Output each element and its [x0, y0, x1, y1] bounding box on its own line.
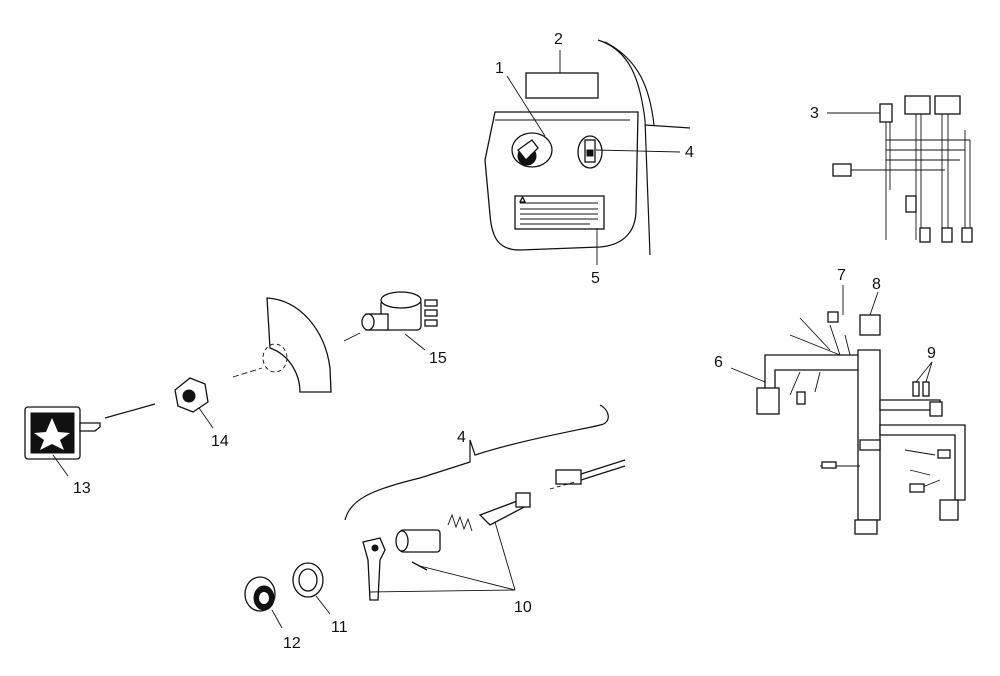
- callout-9: 9: [927, 345, 936, 362]
- callout-14: 14: [211, 433, 229, 450]
- callout-10: 10: [514, 599, 532, 616]
- ignition-switch-console: [511, 132, 553, 168]
- warning-decal: [514, 195, 605, 230]
- key-switch-exploded: [24, 291, 438, 477]
- ignition-switch-15: [361, 291, 438, 331]
- callout-5: 5: [591, 270, 600, 287]
- callout-12: 12: [283, 635, 301, 652]
- decal-2: [525, 72, 599, 99]
- small-wiring-harness: [827, 95, 973, 243]
- key-13: [24, 406, 101, 460]
- callout-7: 7: [837, 267, 846, 284]
- callout-8: 8: [872, 276, 881, 293]
- callout-11: 11: [331, 619, 348, 636]
- main-wiring-harness: [730, 285, 966, 535]
- switch-console: [577, 135, 603, 169]
- callout-6: 6: [714, 354, 723, 371]
- console-panel: [484, 39, 691, 265]
- callout-2: 2: [554, 31, 563, 48]
- nut-14: [174, 377, 209, 413]
- callout-13: 13: [73, 480, 91, 497]
- switch-assembly-exploded: [244, 404, 626, 629]
- lock-washer-11: [292, 562, 324, 598]
- callout-1: 1: [495, 60, 504, 77]
- callout-3: 3: [810, 105, 819, 122]
- knurled-nut-12: [244, 576, 276, 612]
- callout-15: 15: [429, 350, 447, 367]
- callout-4-lower: 4: [457, 429, 466, 446]
- callout-4-top: 4: [685, 144, 694, 161]
